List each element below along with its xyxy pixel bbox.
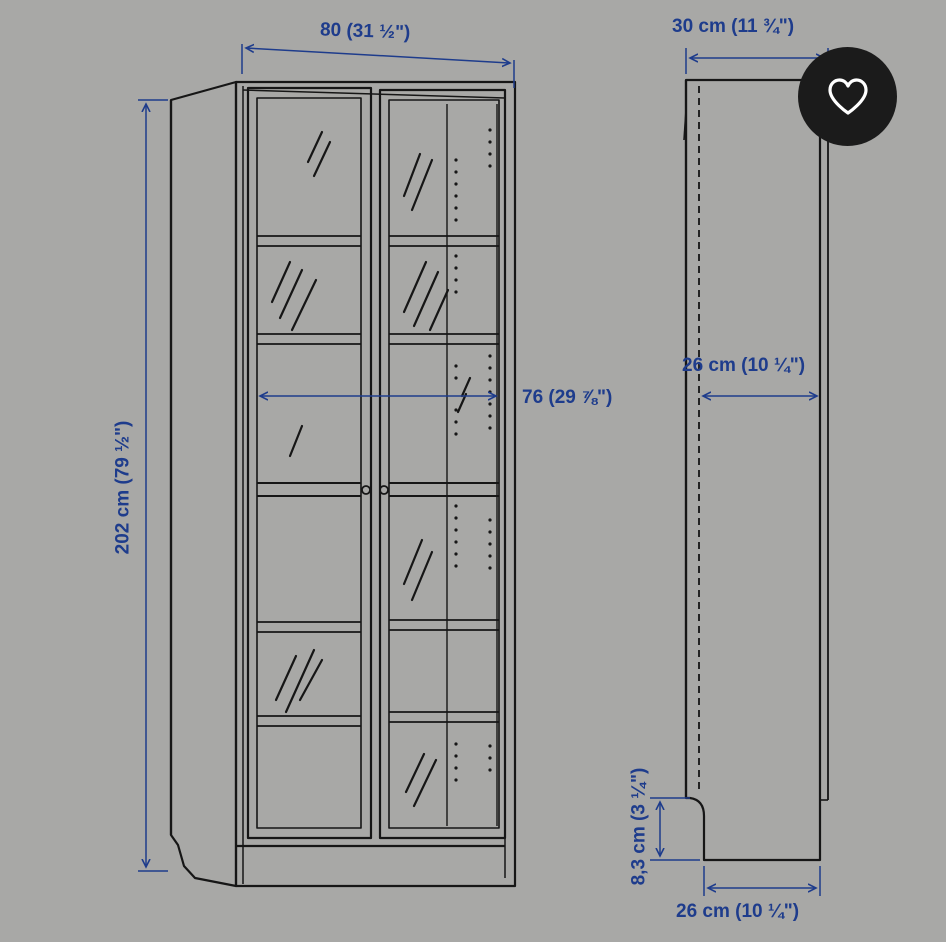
dim-label-cabinet-height: 202 cm (79 ½") [112,420,134,555]
dim-label-side-depth-inner: 26 cm (10 ¼") [682,355,806,376]
dimension-lines [138,44,829,896]
cabinet-frame [234,80,517,888]
right-door [378,88,507,840]
dim-label-cabinet-width: 80 (31 ½") [319,19,411,44]
shelf-pin-holes [454,128,492,782]
shelves-left [257,235,361,727]
heart-icon [827,77,868,115]
front-view-cabinet [169,80,517,888]
left-door [246,86,373,840]
side-profile-outline [684,78,822,862]
knob-right [379,485,389,495]
cabinet-side-panel [169,80,238,888]
dim-label-inner-width: 76 (29 ⅞") [522,387,613,408]
knob-left [361,485,371,495]
favorite-button[interactable] [798,47,897,146]
dim-label-side-depth-total: 30 cm (11 ¾") [672,16,795,37]
shelves-right [389,235,499,723]
dim-label-plinth-depth: 26 cm (10 ¼") [676,901,800,922]
side-view-cabinet [683,78,829,862]
door-mid-rails [257,482,499,497]
dim-label-plinth-height: 8,3 cm (3 ¼") [628,767,650,886]
